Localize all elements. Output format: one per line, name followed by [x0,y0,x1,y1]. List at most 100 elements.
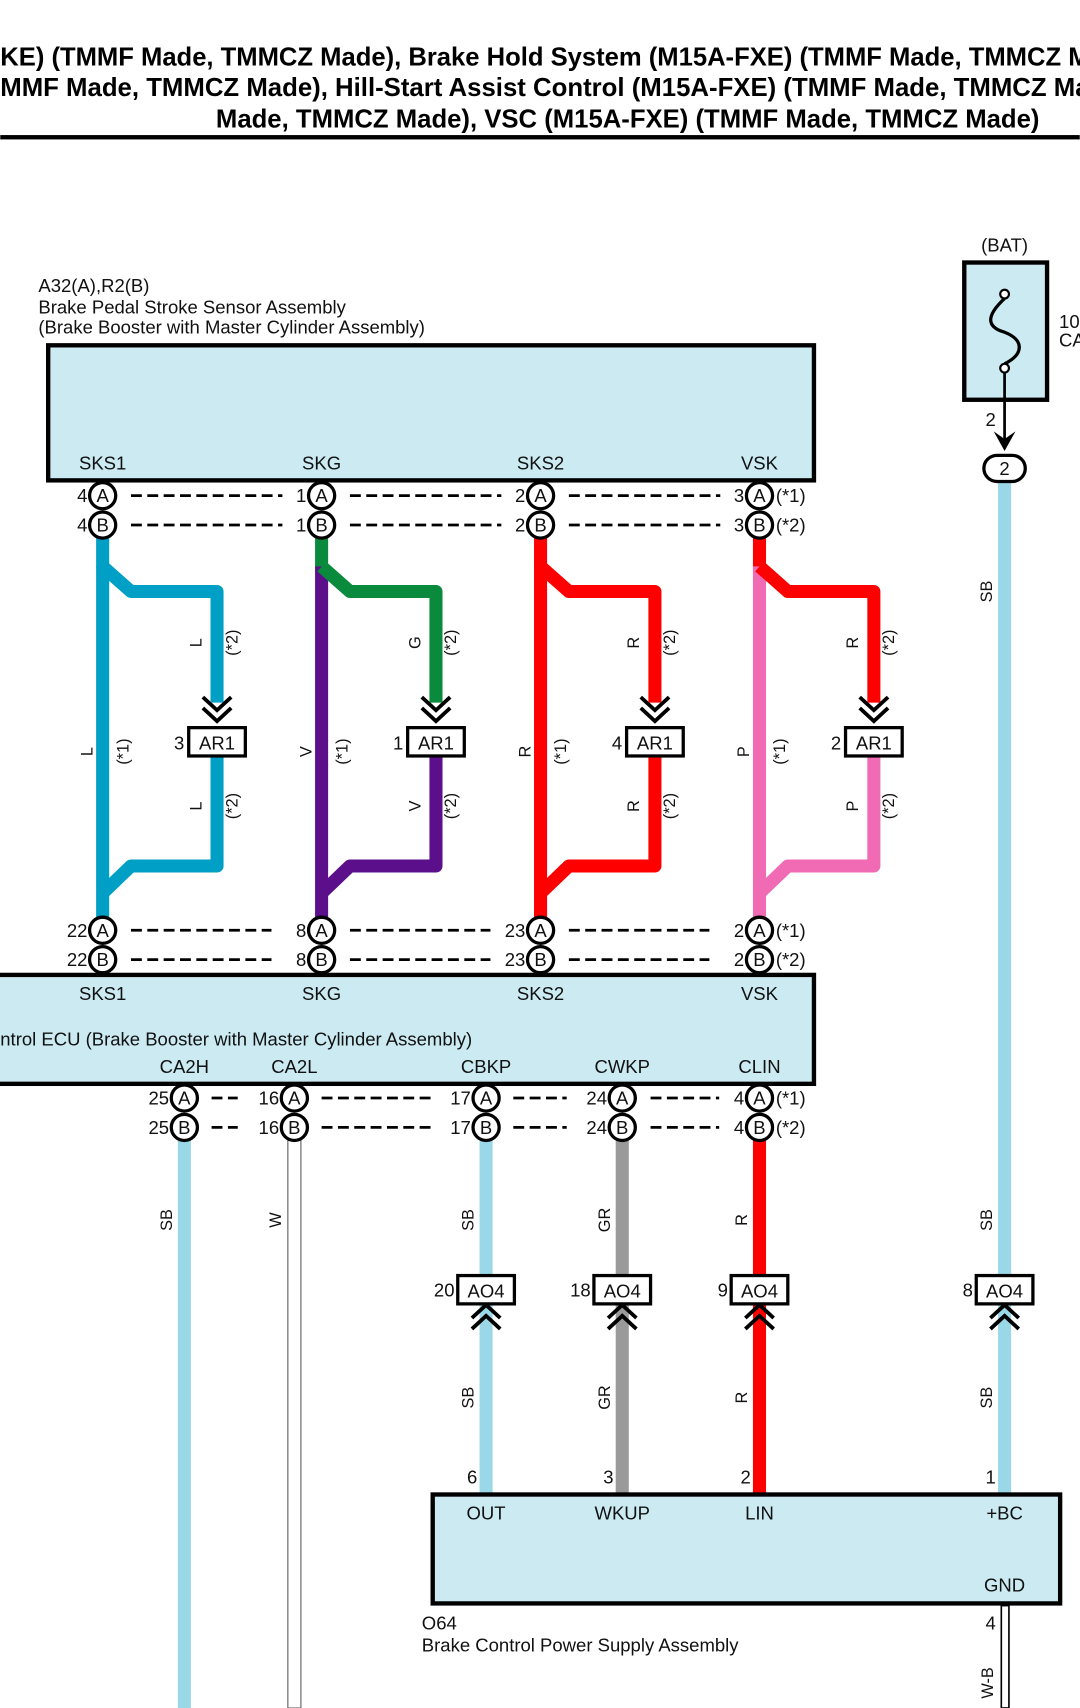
ecu-bottom-connector-a: A [744,1083,775,1113]
ecu-pin-number: 22 [67,949,88,970]
wire-note: (*2) [442,630,460,656]
sensor-connector-a: A [87,480,118,511]
connector-pin-circle [744,510,775,540]
sensor-pin-name: SKS2 [517,452,564,473]
connector-pin-circle [744,915,775,945]
ecu-connector-b: B [306,944,337,975]
connector-pin-circle [471,1083,501,1113]
connector-pin-circle [87,510,118,540]
connector-chevron-icon [639,706,671,724]
ecu-connector-b: B [744,944,775,975]
sensor-connector-b: B [306,510,337,540]
wire-color-label: R [733,1391,751,1403]
ar1-pin-number: 1 [393,732,403,753]
sensor-pin-number: 3 [734,485,744,506]
connector-pin-circle [306,510,337,540]
wire-color-label: SB [978,580,996,602]
connector-letter: A [753,485,766,506]
wire-color-label: R [844,637,862,649]
ecu-pin-number: 2 [734,920,744,941]
ao4-connector-label: AO4 [468,1280,505,1301]
wire-branch-bottom [536,755,662,898]
connector-pin-circle [169,1083,200,1113]
connector-chevron-icon [639,695,671,713]
sensor-pin-number: 4 [77,485,87,506]
sensor-name: Brake Pedal Stroke Sensor Assembly [38,297,346,318]
connector-chevron-icon [858,695,890,713]
ar1-connector-label: AR1 [199,732,235,753]
connector-chevron-icon [420,695,452,713]
wire-color-label: R [625,637,643,649]
ecu-connector-a: A [306,915,337,945]
connector-chevron-icon [606,1313,638,1331]
connector-pin-circle [279,1112,310,1143]
connector-letter: B [178,1117,190,1138]
ecu-box [0,972,817,1087]
wire-note: (*2) [223,793,241,819]
connector-pin-circle [607,1112,637,1143]
connector-chevron-icon [470,1313,502,1331]
connector-pin-circle [744,1083,775,1113]
connector-pin-circle [87,480,118,511]
ecu-pin-number: 16 [259,1117,280,1138]
connector-pin-circle [525,915,556,945]
connector-letter: A [96,485,109,506]
connector-chevron-icon [470,1302,502,1320]
connector-chevron-icon [606,1302,638,1320]
ao4-connector [729,1273,790,1306]
wire-color-label: SB [158,1209,176,1231]
connector-letter: B [480,1117,492,1138]
wire-branch-top [755,561,881,703]
wire-color-label: V [406,801,424,812]
sensor-pin-name: SKG [302,452,341,473]
ao4-pin-number: 18 [570,1279,591,1300]
title-line-2: MMF Made, TMMCZ Made), Hill-Start Assist… [0,72,1080,102]
supply-name: Brake Control Power Supply Assembly [422,1634,739,1655]
connector-letter: B [534,515,546,536]
connector-chevron-icon [744,1302,775,1320]
connector-letter: A [616,1088,629,1109]
connector-pin-circle [525,510,556,540]
wire-color-label: G [406,636,424,649]
ao4-connector-label: AO4 [604,1280,641,1301]
connector-pin-circle [169,1112,200,1143]
ecu-bottom-connector-b: B [279,1112,310,1143]
ecu-pin-name: CLIN [738,1056,780,1077]
ar1-connector [843,726,904,758]
connector-letter: B [315,949,327,970]
ecu-connector-a: A [87,915,118,945]
connector-chevron-icon [989,1302,1021,1320]
wire-color-label: R [516,746,534,758]
connector-chevron-icon [420,706,452,724]
ao4-connector-label: AO4 [741,1280,778,1301]
connector-chevron-icon [858,706,890,724]
wire-note: (*1) [552,738,570,764]
connector-letter: A [753,1088,766,1109]
supply-pin-number: 3 [603,1467,613,1488]
connector-pin-circle [744,1112,775,1143]
ecu-bottom-connector-b: B [169,1112,200,1143]
wire-note: (*2) [661,793,679,819]
wire-branch-bottom [317,755,443,898]
ecu-pin-number: 8 [296,949,306,970]
ecu-pin-number: 23 [505,949,526,970]
wire-branch-top [536,561,662,703]
ecu-connector-a: A [744,915,775,945]
ecu-pin-number: 23 [505,920,526,941]
connector-letter: B [753,1117,765,1138]
fuse-source-label: (BAT) [981,235,1028,256]
ecu-pin-number: 25 [149,1117,170,1138]
note-1: (*1) [776,920,806,941]
ecu-pin-number: 4 [734,1088,744,1109]
supply-gnd-label: GND [984,1574,1025,1595]
ecu-connector-b: B [87,944,118,975]
ecu-pin-number: 2 [734,949,744,970]
gnd-pin-number: 4 [986,1613,996,1634]
supply-pin-name: LIN [745,1503,774,1524]
wire-color-label: W [267,1212,285,1228]
wire-branch-top [317,561,443,703]
ecu-name: ntrol ECU (Brake Booster with Master Cyl… [0,1029,472,1050]
wire-note: (*2) [223,630,241,656]
sensor-pin-name: SKS1 [79,452,126,473]
